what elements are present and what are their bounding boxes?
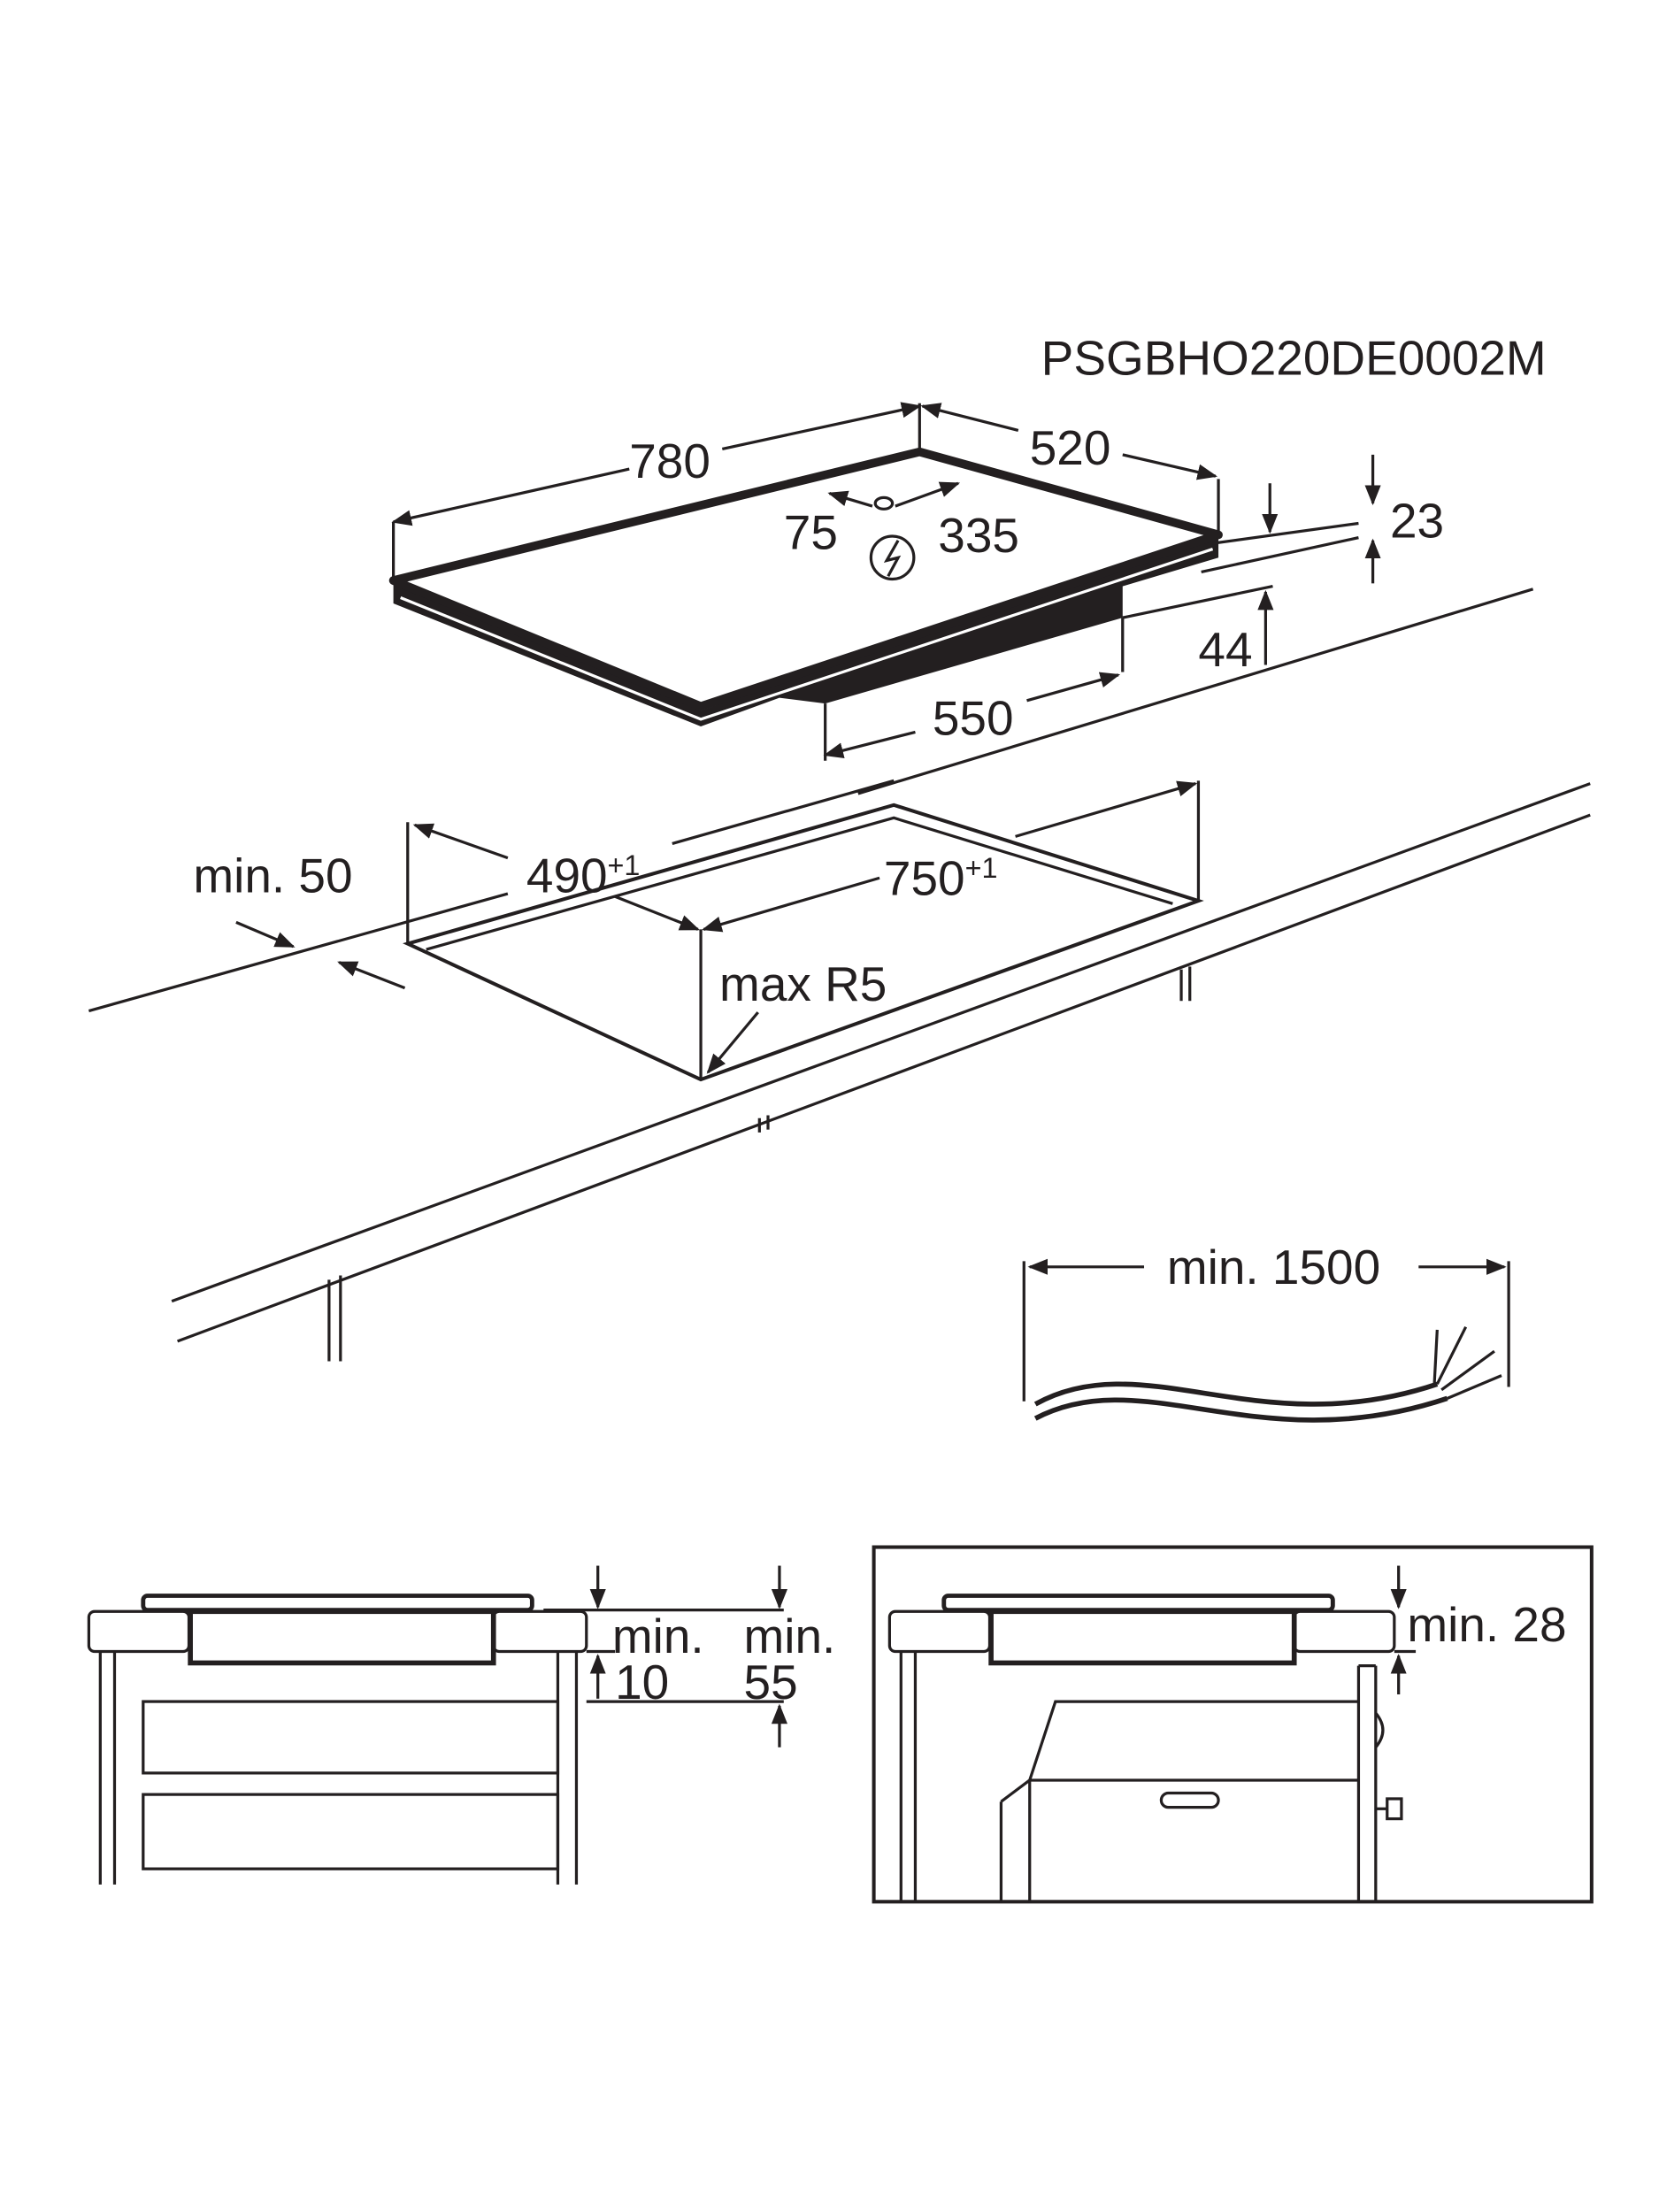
dim-depth: 520	[1030, 420, 1111, 475]
dim-cutout-width: 750+1	[884, 851, 998, 906]
gap-value-2: 55	[744, 1655, 798, 1709]
gap-label-2: min.	[744, 1609, 836, 1663]
cutout	[402, 803, 1204, 1082]
dim-cutout-depth: 490+1	[526, 848, 641, 902]
model-code: PSGBHO220DE0002M	[1041, 330, 1547, 385]
connection-point	[873, 495, 895, 511]
dim-cable-length: min. 1500	[1167, 1240, 1380, 1294]
dim-box-width: 550	[933, 691, 1014, 746]
gap-value-1: 10	[615, 1655, 669, 1709]
section-left	[87, 1565, 787, 1885]
section-right	[872, 1545, 1594, 1904]
dim-thickness: 23	[1390, 494, 1444, 549]
electric-connection-icon	[869, 534, 916, 581]
dim-corner-radius: max R5	[719, 956, 887, 1011]
cable	[1022, 1258, 1510, 1423]
dim-clearance: min. 28	[1407, 1597, 1566, 1652]
dim-width: 780	[629, 434, 710, 488]
hob	[388, 447, 1223, 726]
hob-dimensions	[391, 402, 1534, 795]
hob-edge-line	[400, 548, 1214, 721]
dim-edge-distance: min. 50	[193, 848, 352, 902]
gap-label-1: min.	[612, 1609, 704, 1663]
dim-conn-right: 335	[938, 508, 1019, 563]
dim-box-height: 44	[1198, 622, 1252, 677]
hob-top	[388, 447, 1223, 711]
worktop	[88, 779, 1591, 1362]
dim-conn-left: 75	[784, 505, 838, 560]
